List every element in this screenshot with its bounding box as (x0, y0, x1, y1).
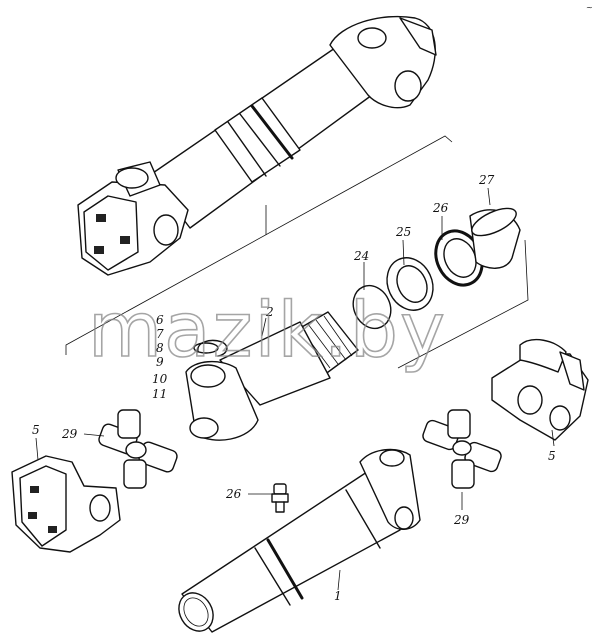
callout-11: 11 (152, 387, 167, 401)
callout-6: 6 (156, 313, 164, 327)
slip-yoke (185, 311, 359, 441)
seal-rings (352, 207, 521, 330)
callout-5-right: 5 (548, 449, 556, 463)
callout-2: 2 (265, 305, 274, 319)
snap-ring (197, 339, 228, 357)
tube-yoke (178, 448, 421, 633)
callout-27: 27 (478, 173, 495, 187)
assembled-driveshaft (77, 15, 437, 276)
callout-8: 8 (156, 341, 164, 355)
callout-7: 7 (156, 327, 164, 341)
callout-1: 1 (334, 589, 342, 603)
callout-5-left: 5 (32, 423, 40, 437)
callout-9: 9 (156, 355, 164, 369)
flange-yoke-right (491, 338, 589, 441)
callout-26-bottom: 26 (225, 487, 242, 501)
callout-25: 25 (395, 225, 411, 239)
callout-10: 10 (152, 372, 168, 386)
callout-24: 24 (353, 249, 369, 263)
callout-29-right: 29 (453, 513, 470, 527)
leader-lines (35, 187, 555, 591)
callout-29-left: 29 (61, 427, 78, 441)
corner-mark: ~ (586, 3, 593, 12)
watermark-text: mazik.by (88, 285, 447, 374)
flange-yoke-left (11, 455, 121, 553)
callout-26-top: 26 (432, 201, 449, 215)
ujoint-cross-left (98, 409, 178, 489)
ujoint-cross-right (422, 409, 502, 489)
grease-nipple (271, 483, 289, 513)
group-brackets (65, 135, 529, 369)
